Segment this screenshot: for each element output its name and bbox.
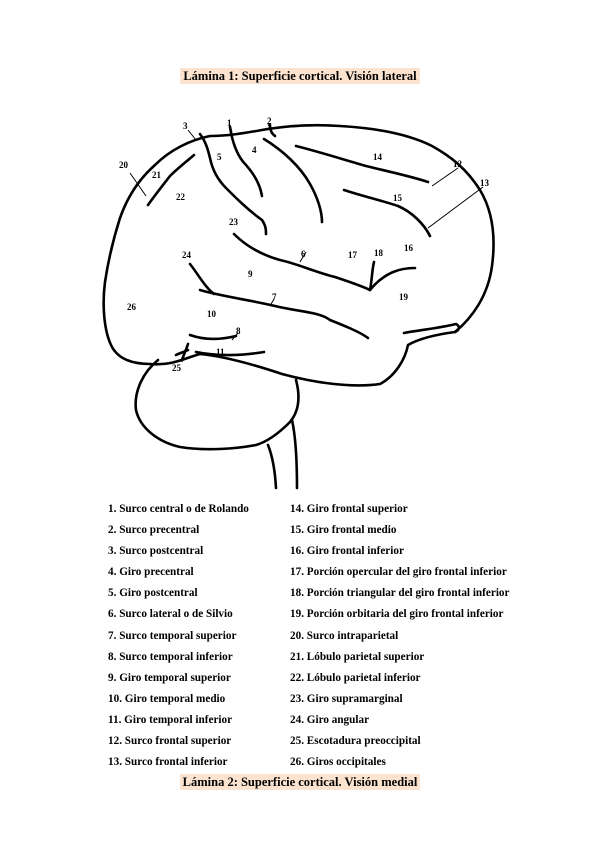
legend-item-14: 14. Giro frontal superior xyxy=(290,502,509,523)
legend-left-column: 1. Surco central o de Rolando 2. Surco p… xyxy=(108,502,249,776)
diagram-number-21: 21 xyxy=(152,170,162,180)
diagram-number-14: 14 xyxy=(373,152,383,162)
legend-item-11: 11. Giro temporal inferior xyxy=(108,713,249,734)
legend-item-15: 15. Giro frontal medio xyxy=(290,523,509,544)
diagram-number-12: 12 xyxy=(453,159,463,169)
brainstem-outline xyxy=(290,380,298,422)
legend-item-18: 18. Porción triangular del giro frontal … xyxy=(290,586,509,607)
cerebrum-outline xyxy=(104,125,494,385)
legend-item-19: 19. Porción orbitaria del giro frontal i… xyxy=(290,607,509,628)
legend-item-21: 21. Lóbulo parietal superior xyxy=(290,650,509,671)
diagram-number-18: 18 xyxy=(374,248,384,258)
diagram-number-13: 13 xyxy=(480,178,490,188)
legend-item-1: 1. Surco central o de Rolando xyxy=(108,502,249,523)
diagram-number-8: 8 xyxy=(236,326,241,336)
legend-right-column: 14. Giro frontal superior 15. Giro front… xyxy=(290,502,509,776)
legend-item-2: 2. Surco precentral xyxy=(108,523,249,544)
legend-item-22: 22. Lóbulo parietal inferior xyxy=(290,671,509,692)
diagram-number-17: 17 xyxy=(348,250,358,260)
diagram-number-10: 10 xyxy=(207,309,217,319)
diagram-number-22: 22 xyxy=(176,192,186,202)
diagram-number-3: 3 xyxy=(183,121,188,131)
diagram-number-24: 24 xyxy=(182,250,192,260)
diagram-number-25: 25 xyxy=(172,363,182,373)
diagram-number-5: 5 xyxy=(217,152,222,162)
diagram-number-16: 16 xyxy=(404,243,414,253)
legend-item-3: 3. Surco postcentral xyxy=(108,544,249,565)
legend-item-10: 10. Giro temporal medio xyxy=(108,692,249,713)
diagram-number-2: 2 xyxy=(267,116,272,126)
legend-item-9: 9. Giro temporal superior xyxy=(108,671,249,692)
diagram-number-20: 20 xyxy=(119,160,129,170)
legend-item-5: 5. Giro postcentral xyxy=(108,586,249,607)
diagram-number-19: 19 xyxy=(399,292,409,302)
legend-item-8: 8. Surco temporal inferior xyxy=(108,650,249,671)
diagram-number-1: 1 xyxy=(227,118,232,128)
diagram-number-7: 7 xyxy=(272,292,277,302)
legend-item-20: 20. Surco intraparietal xyxy=(290,629,509,650)
plate-2-title: Lámina 2: Superficie cortical. Visión me… xyxy=(0,775,600,790)
legend-item-25: 25. Escotadura preoccipital xyxy=(290,734,509,755)
diagram-number-11: 11 xyxy=(216,347,225,357)
legend-item-17: 17. Porción opercular del giro frontal i… xyxy=(290,565,509,586)
legend-item-6: 6. Surco lateral o de Silvio xyxy=(108,607,249,628)
legend-item-7: 7. Surco temporal superior xyxy=(108,629,249,650)
diagram-number-23: 23 xyxy=(229,217,239,227)
legend-item-24: 24. Giro angular xyxy=(290,713,509,734)
legend-item-4: 4. Giro precentral xyxy=(108,565,249,586)
legend-item-16: 16. Giro frontal inferior xyxy=(290,544,509,565)
diagram-number-15: 15 xyxy=(393,193,403,203)
cerebellum-outline xyxy=(136,360,290,449)
diagram-number-4: 4 xyxy=(252,145,257,155)
diagram-number-26: 26 xyxy=(127,302,137,312)
diagram-number-6: 6 xyxy=(301,249,306,259)
legend-item-23: 23. Giro supramarginal xyxy=(290,692,509,713)
diagram-number-9: 9 xyxy=(248,269,253,279)
legend-item-12: 12. Surco frontal superior xyxy=(108,734,249,755)
plate-2-title-text: Lámina 2: Superficie cortical. Visión me… xyxy=(180,774,421,790)
